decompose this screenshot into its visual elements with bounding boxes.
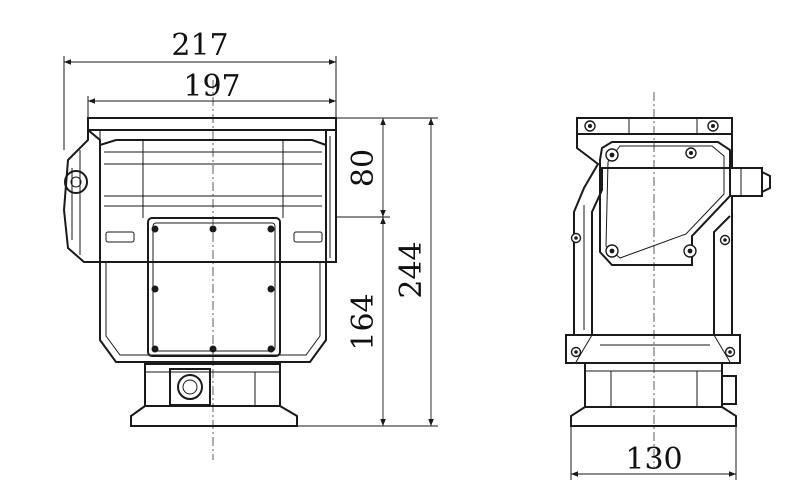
dimension-upper-height: 80 <box>346 149 381 187</box>
front-base <box>130 405 298 427</box>
top-bracket <box>87 117 337 131</box>
front-plate <box>147 217 281 357</box>
side-bowl <box>565 334 741 364</box>
side-neck <box>584 362 723 408</box>
side-connector <box>721 375 737 405</box>
side-view: 130 <box>565 92 771 480</box>
lower-housing <box>99 262 327 363</box>
left-side-arm <box>62 127 101 263</box>
side-shaft <box>729 167 763 197</box>
front-view: 217 197 <box>62 28 337 460</box>
side-base <box>570 406 737 427</box>
connector-port <box>177 374 203 400</box>
side-yoke <box>573 133 733 336</box>
dimension-total-height: 244 <box>394 241 429 298</box>
dimension-lower-height: 164 <box>346 293 381 350</box>
dimension-inner-width: 197 <box>183 69 240 104</box>
neck <box>144 363 281 407</box>
height-dimensions: 80 164 244 <box>297 117 438 427</box>
side-body <box>599 141 731 266</box>
pivot-hub <box>64 170 88 194</box>
shaft-cap <box>761 170 771 194</box>
side-right-arm <box>713 196 733 336</box>
dimension-overall-width: 217 <box>171 28 228 63</box>
dimension-side-width: 130 <box>625 442 682 477</box>
right-side-arm <box>325 129 337 263</box>
